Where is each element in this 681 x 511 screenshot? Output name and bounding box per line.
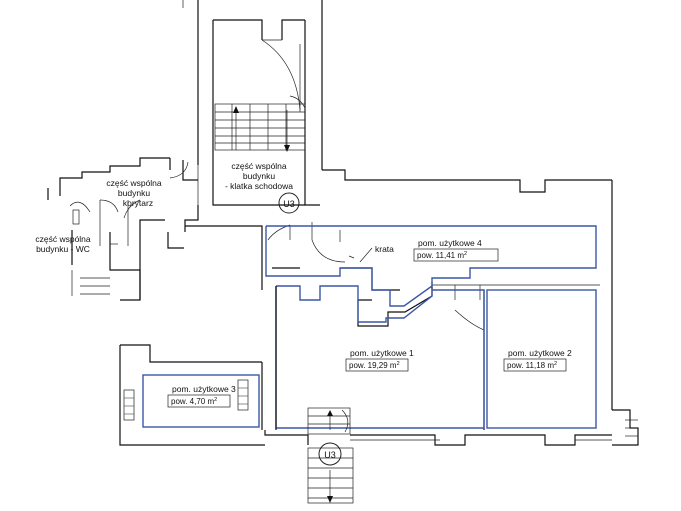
room-3-area: pow. 4,70 m2 bbox=[171, 397, 217, 406]
room-label-4: pom. użytkowe 4 pow. 11,41 m2 bbox=[413, 238, 499, 262]
wc-walls bbox=[47, 188, 141, 301]
room-2-name: pom. użytkowe 2 bbox=[508, 348, 572, 358]
entrance-stair bbox=[307, 407, 354, 504]
stairwell-label-line3: - klatka schodowa bbox=[225, 181, 293, 191]
room-label-1: pom. użytkowe 1 pow. 19,29 m2 bbox=[345, 348, 414, 372]
room-1-area: pow. 19,29 m2 bbox=[349, 361, 400, 370]
stair-marker-top-text: U3 bbox=[283, 199, 295, 209]
stair-marker-bottom: U3 bbox=[318, 442, 342, 466]
room-4-name: pom. użytkowe 4 bbox=[418, 238, 482, 248]
corridor-label-line3: korytarz bbox=[123, 198, 153, 208]
stair-marker-bottom-text: U3 bbox=[324, 450, 336, 460]
wc-label: część wspólna budynku - WC bbox=[35, 234, 91, 254]
corridor-label: część wspólna budynku korytarz bbox=[106, 178, 162, 208]
unit-outlines bbox=[142, 225, 597, 429]
room-3-name: pom. użytkowe 3 bbox=[172, 384, 236, 394]
lower-left-walls bbox=[119, 225, 265, 446]
stairwell-label-line1: część wspólna bbox=[231, 161, 287, 171]
grate-label: krata bbox=[375, 244, 394, 254]
room-label-2: pom. użytkowe 2 pow. 11,18 m2 bbox=[503, 348, 572, 372]
stair-marker-top: U3 bbox=[278, 192, 300, 214]
junction-walls bbox=[197, 165, 613, 410]
bottom-walls bbox=[264, 286, 639, 446]
stairwell-label: część wspólna budynku - klatka schodowa bbox=[225, 161, 293, 191]
corridor-label-line1: część wspólna bbox=[106, 178, 162, 188]
stairwell-label-line2: budynku bbox=[243, 171, 275, 181]
stair-flight-upper bbox=[214, 95, 306, 152]
room-2-area: pow. 11,18 m2 bbox=[507, 361, 557, 370]
room-label-3: pom. użytkowe 3 pow. 4,70 m2 bbox=[167, 384, 236, 408]
room-4-area: pow. 11,41 m2 bbox=[417, 251, 467, 260]
corridor-label-line2: budynku bbox=[118, 188, 150, 198]
room-1-name: pom. użytkowe 1 bbox=[350, 348, 414, 358]
wc-label-line1: część wspólna bbox=[35, 234, 91, 244]
wc-label-line2: budynku - WC bbox=[36, 244, 90, 254]
